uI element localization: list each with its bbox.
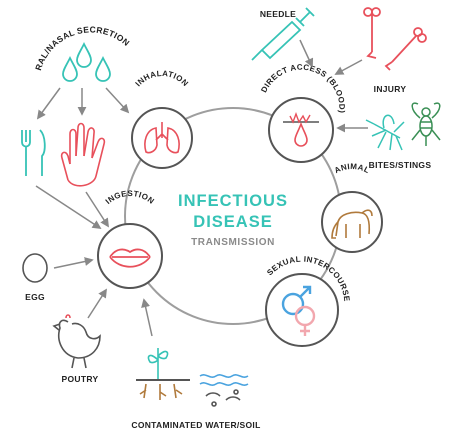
node-sexual-intercourse: SEXUAL INTERCOURSE [265, 255, 351, 346]
hand-icon [62, 124, 105, 186]
utensils-icon [22, 130, 45, 176]
poultry-label: POUTRY [62, 374, 99, 384]
needle-label: NEEDLE [260, 9, 296, 19]
water-soil-label: CONTAMINATED WATER/SOIL [131, 420, 260, 430]
water-icon [200, 375, 248, 406]
egg-label: EGG [25, 292, 45, 302]
bites-label: BITES/STINGS [369, 160, 432, 170]
mosquito-icon [366, 115, 404, 150]
oral-nasal-label: ORAL/NASAL SECRETIONS [0, 0, 132, 72]
plant-soil-icon [136, 348, 190, 400]
title-line2: DISEASE [193, 213, 272, 231]
node-animal: ANIMAL [322, 162, 382, 252]
node-inhalation: INHALATION [132, 69, 192, 168]
node-direct-access: DIRECT ACCESS (BLOOD) [259, 63, 346, 162]
node-ingestion-label: INGESTION [104, 189, 156, 206]
node-animal-label: ANIMAL [333, 162, 371, 175]
chicken-icon [54, 315, 100, 368]
wasp-icon [412, 103, 440, 146]
injury-label: INJURY [374, 84, 407, 94]
droplets-icon [63, 44, 110, 81]
node-ingestion: INGESTION [98, 189, 162, 288]
title-subtitle: TRANSMISSION [191, 237, 275, 248]
bones-icon [364, 8, 426, 70]
egg-icon [23, 254, 47, 282]
node-inhalation-label: INHALATION [134, 69, 191, 88]
title-line1: INFECTIOUS [178, 192, 288, 210]
